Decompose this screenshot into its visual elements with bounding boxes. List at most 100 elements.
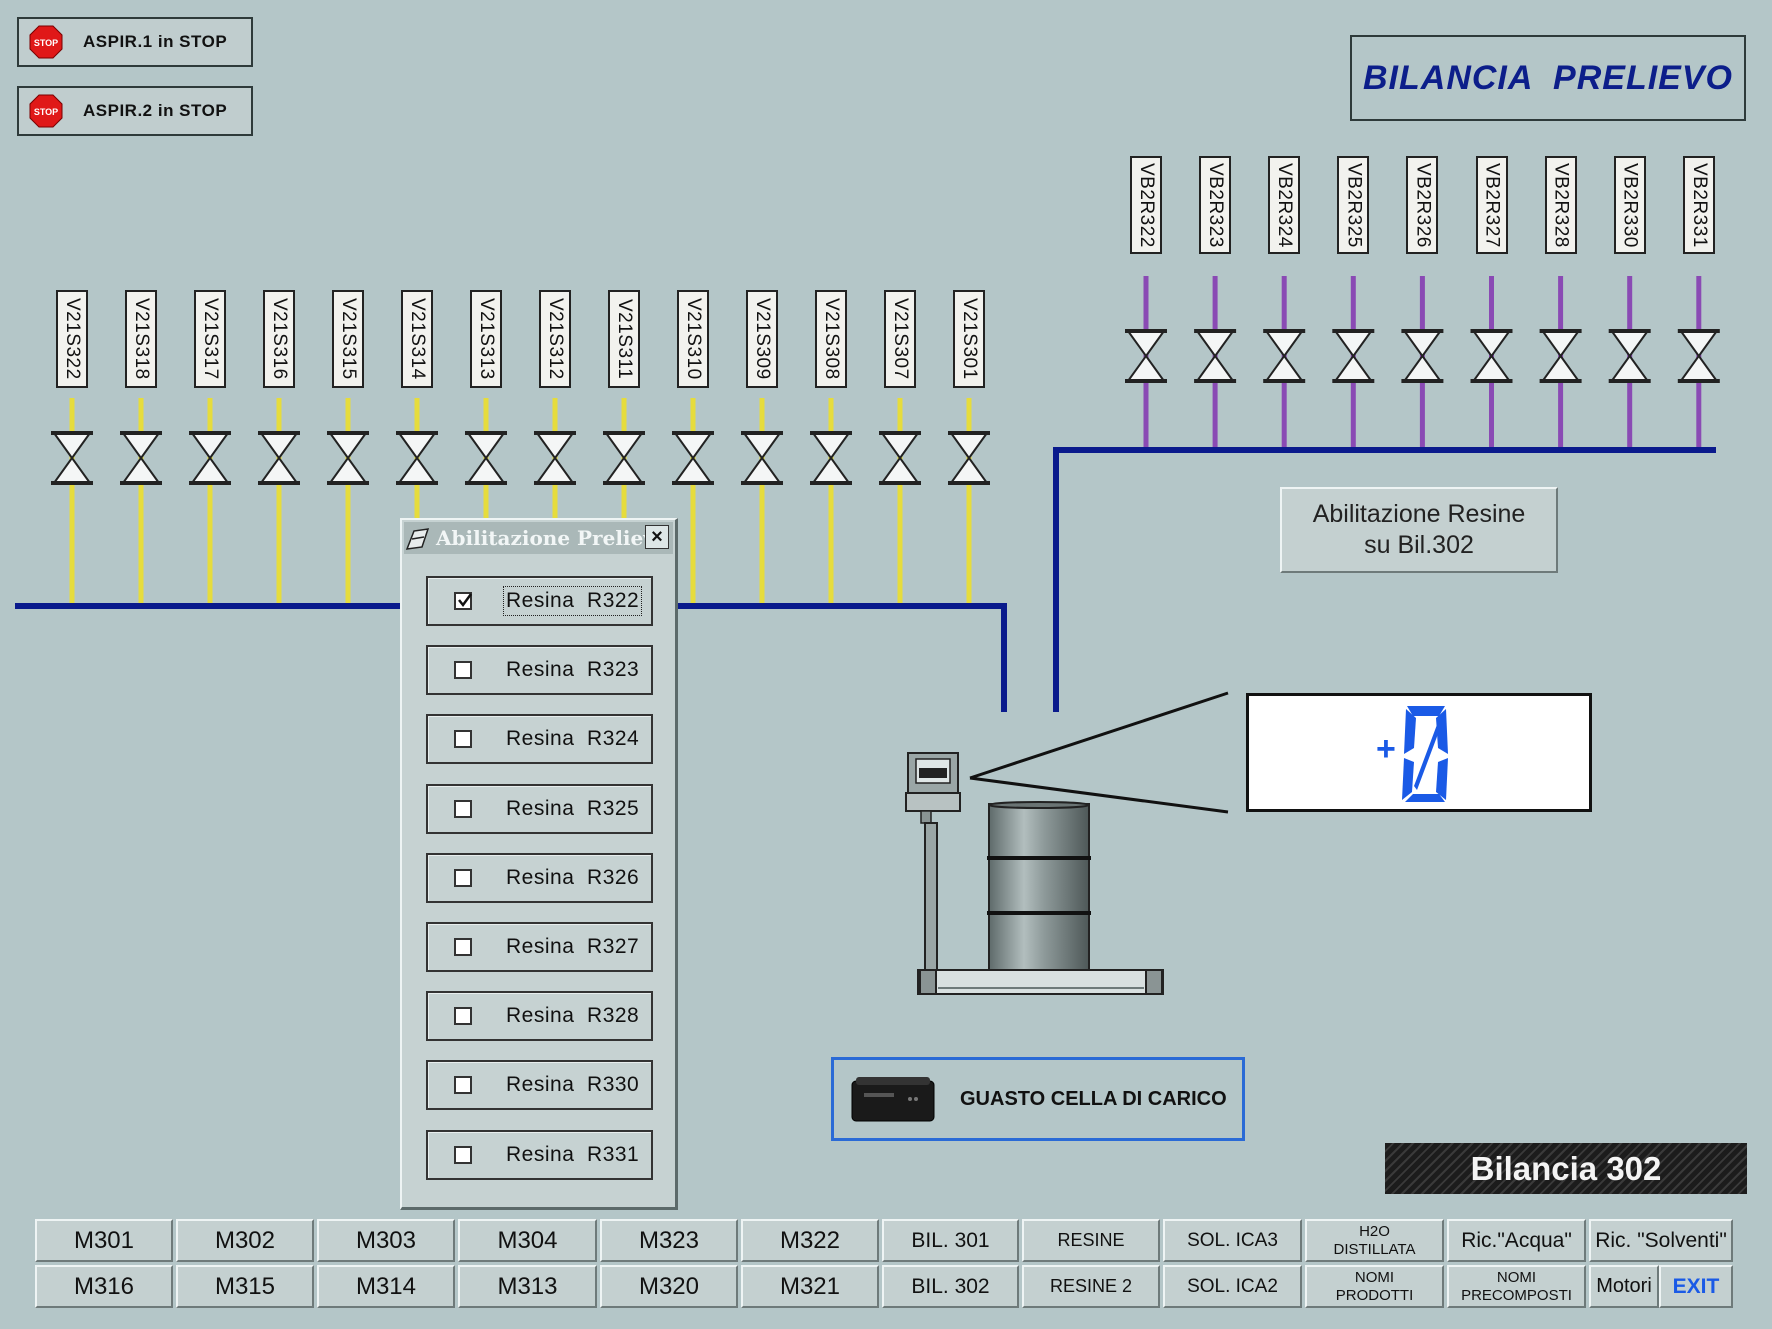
valve-icon[interactable] — [465, 431, 507, 485]
nav-button[interactable]: M314 — [317, 1265, 455, 1308]
resin-option[interactable]: Resina R326 — [426, 852, 653, 903]
valve-icon[interactable] — [1608, 329, 1651, 383]
nav-button[interactable]: M321 — [741, 1265, 879, 1308]
valve-tag-right: VB2R324 — [1268, 156, 1301, 254]
resin-option[interactable]: Resina R327 — [426, 922, 653, 972]
valve-tag-label: VB2R331 — [1688, 162, 1710, 248]
valve-icon[interactable] — [327, 431, 369, 485]
valve-tag-label: V21S317 — [200, 298, 221, 380]
nav-button[interactable]: H2O DISTILLATA — [1305, 1219, 1444, 1262]
valve-tag-label: V21S316 — [269, 298, 290, 380]
nav-button[interactable]: BIL. 302 — [882, 1265, 1019, 1308]
scale-value: 0 — [1249, 696, 1250, 697]
valve-tag-label: VB2R326 — [1412, 162, 1434, 248]
valve-icon[interactable] — [672, 431, 714, 485]
resin-option[interactable]: Resina R322 — [426, 576, 653, 626]
checkbox[interactable] — [454, 730, 472, 749]
valve-icon[interactable] — [948, 431, 990, 485]
valve-icon[interactable] — [1470, 329, 1513, 383]
scale-display: + 0 — [1246, 693, 1592, 812]
checkbox[interactable] — [454, 1076, 472, 1095]
valve-icon[interactable] — [534, 431, 576, 485]
close-icon[interactable]: × — [645, 525, 669, 549]
nav-button[interactable]: BIL. 301 — [882, 1219, 1019, 1262]
seven-segment-readout: + 0 — [1249, 696, 1448, 802]
resin-option[interactable]: Resina R331 — [426, 1129, 653, 1180]
nav-button-label: BIL. 302 — [911, 1274, 990, 1298]
nav-button-label: SOL. ICA2 — [1187, 1275, 1278, 1297]
valve-icon[interactable] — [810, 431, 852, 485]
checkbox[interactable] — [454, 592, 473, 610]
nav-button[interactable]: RESINE 2 — [1022, 1265, 1160, 1308]
exit-label: EXIT — [1672, 1274, 1720, 1298]
nav-button[interactable]: M320 — [600, 1265, 738, 1308]
valve-icon[interactable] — [51, 431, 93, 485]
fault-label: GUASTO CELLA DI CARICO — [960, 1087, 1227, 1110]
resin-option[interactable]: Resina R328 — [426, 991, 653, 1042]
resin-option[interactable]: Resina R324 — [426, 714, 653, 765]
checkbox[interactable] — [454, 868, 472, 887]
nav-button-label: BIL. 301 — [911, 1228, 990, 1252]
valve-icon[interactable] — [1194, 329, 1237, 383]
valve-icon[interactable] — [1263, 329, 1306, 383]
valve-icon[interactable] — [741, 431, 783, 485]
valve-icon[interactable] — [258, 431, 300, 485]
nav-button[interactable]: M316 — [35, 1265, 173, 1308]
valve-icon[interactable] — [1401, 329, 1444, 383]
resin-option-label: Resina R327 — [506, 935, 640, 958]
dialog-app-icon — [405, 528, 430, 550]
checkbox[interactable] — [454, 799, 472, 818]
valve-icon[interactable] — [603, 431, 645, 485]
nav-button[interactable]: M304 — [458, 1219, 597, 1262]
nav-button[interactable]: SOL. ICA2 — [1163, 1265, 1302, 1308]
svg-text:STOP: STOP — [34, 38, 58, 48]
nav-button[interactable]: SOL. ICA3 — [1163, 1219, 1302, 1262]
valve-tag-left: V21S322 — [56, 290, 88, 388]
valve-icon[interactable] — [1539, 329, 1582, 383]
nav-button-label: M321 — [779, 1272, 841, 1300]
valve-icon[interactable] — [1332, 329, 1375, 383]
nav-button[interactable]: M302 — [176, 1219, 314, 1262]
resin-option[interactable]: Resina R330 — [426, 1060, 653, 1111]
nav-button[interactable]: Ric. "Solventi" — [1589, 1219, 1733, 1262]
nav-button[interactable]: M301 — [35, 1219, 173, 1262]
nav-button[interactable]: NOMI PRODOTTI — [1305, 1265, 1444, 1308]
nav-button-label: M315 — [214, 1272, 276, 1300]
nav-button[interactable]: M323 — [600, 1219, 738, 1262]
valve-icon[interactable] — [120, 431, 162, 485]
valve-icon[interactable] — [189, 431, 231, 485]
dialog-titlebar[interactable]: Abilitazione Prelievo × — [404, 522, 673, 554]
valve-tag-label: V21S307 — [890, 298, 911, 380]
exit-button[interactable]: EXIT — [1659, 1265, 1733, 1308]
page-title: BILANCIA PRELIEVO — [1350, 35, 1746, 121]
valve-tag-label: V21S301 — [959, 298, 980, 380]
resin-option-label: Resina R324 — [506, 727, 640, 751]
nav-button-label: Ric."Acqua" — [1461, 1228, 1572, 1252]
aspir2-status: STOP ASPIR.2 in STOP — [17, 86, 253, 136]
nav-button[interactable]: NOMI PRECOMPOSTI — [1447, 1265, 1586, 1308]
checkbox[interactable] — [454, 1145, 472, 1164]
digit-zero-segments — [1402, 706, 1448, 802]
valve-tag-label: V21S314 — [407, 298, 428, 380]
valve-icon[interactable] — [879, 431, 921, 485]
nav-button[interactable]: M315 — [176, 1265, 314, 1308]
checkbox[interactable] — [454, 661, 472, 680]
resin-enable-button[interactable]: Abilitazione Resine su Bil.302 — [1280, 487, 1558, 573]
nav-button[interactable]: M303 — [317, 1219, 455, 1262]
valve-tag-label: VB2R328 — [1550, 162, 1572, 248]
nav-button[interactable]: M313 — [458, 1265, 597, 1308]
checkbox[interactable] — [454, 1007, 472, 1026]
checkbox[interactable] — [454, 938, 472, 956]
nav-button[interactable]: RESINE — [1022, 1219, 1160, 1262]
nav-button-label: Ric. "Solventi" — [1595, 1228, 1727, 1252]
resin-option[interactable]: Resina R323 — [426, 645, 653, 696]
valve-icon[interactable] — [1125, 329, 1167, 383]
resin-option[interactable]: Resina R325 — [426, 783, 653, 834]
valve-icon[interactable] — [396, 431, 438, 485]
motori-button[interactable]: Motori — [1589, 1265, 1659, 1308]
nav-button-label: SOL. ICA3 — [1187, 1229, 1278, 1251]
valve-icon[interactable] — [1677, 329, 1720, 383]
nav-button[interactable]: M322 — [741, 1219, 879, 1262]
nav-button[interactable]: Ric."Acqua" — [1447, 1219, 1586, 1262]
